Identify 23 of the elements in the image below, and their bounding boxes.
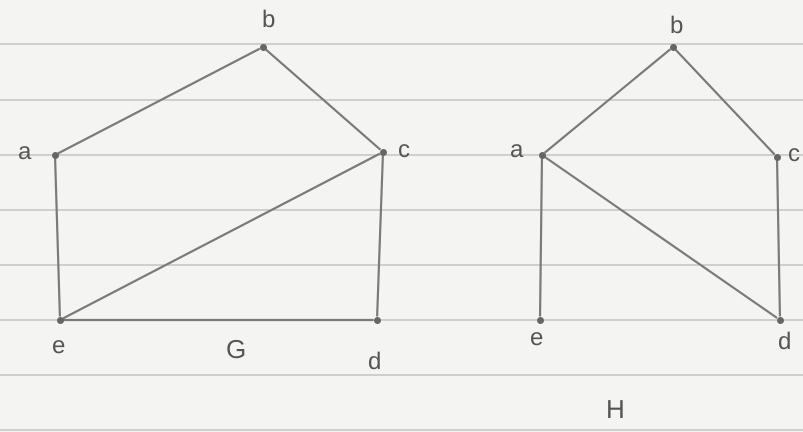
vertex-label: e — [530, 326, 544, 350]
graph-edge — [376, 155, 384, 317]
vertex-label: a — [510, 138, 524, 162]
vertex-label: c — [788, 142, 800, 166]
vertex-label: e — [52, 334, 66, 358]
graph-edge — [58, 48, 260, 154]
graph-edge — [544, 48, 671, 154]
vertex-label: c — [398, 138, 410, 162]
graph-edge — [776, 160, 782, 317]
vertex-label: a — [18, 140, 32, 164]
graph-edge — [674, 48, 776, 156]
graph-name: G — [226, 336, 246, 362]
graph-edge — [54, 158, 61, 317]
graph-edge — [64, 318, 374, 322]
vertex-label: b — [670, 14, 684, 38]
graph-edge — [62, 152, 380, 320]
vertex-label: d — [368, 350, 382, 374]
graph-edge — [264, 48, 382, 151]
graph-edge — [538, 158, 544, 317]
vertex-label: d — [778, 330, 792, 354]
graph-edge — [544, 156, 778, 319]
vertex-label: b — [262, 8, 276, 32]
graph-name: H — [606, 396, 625, 422]
